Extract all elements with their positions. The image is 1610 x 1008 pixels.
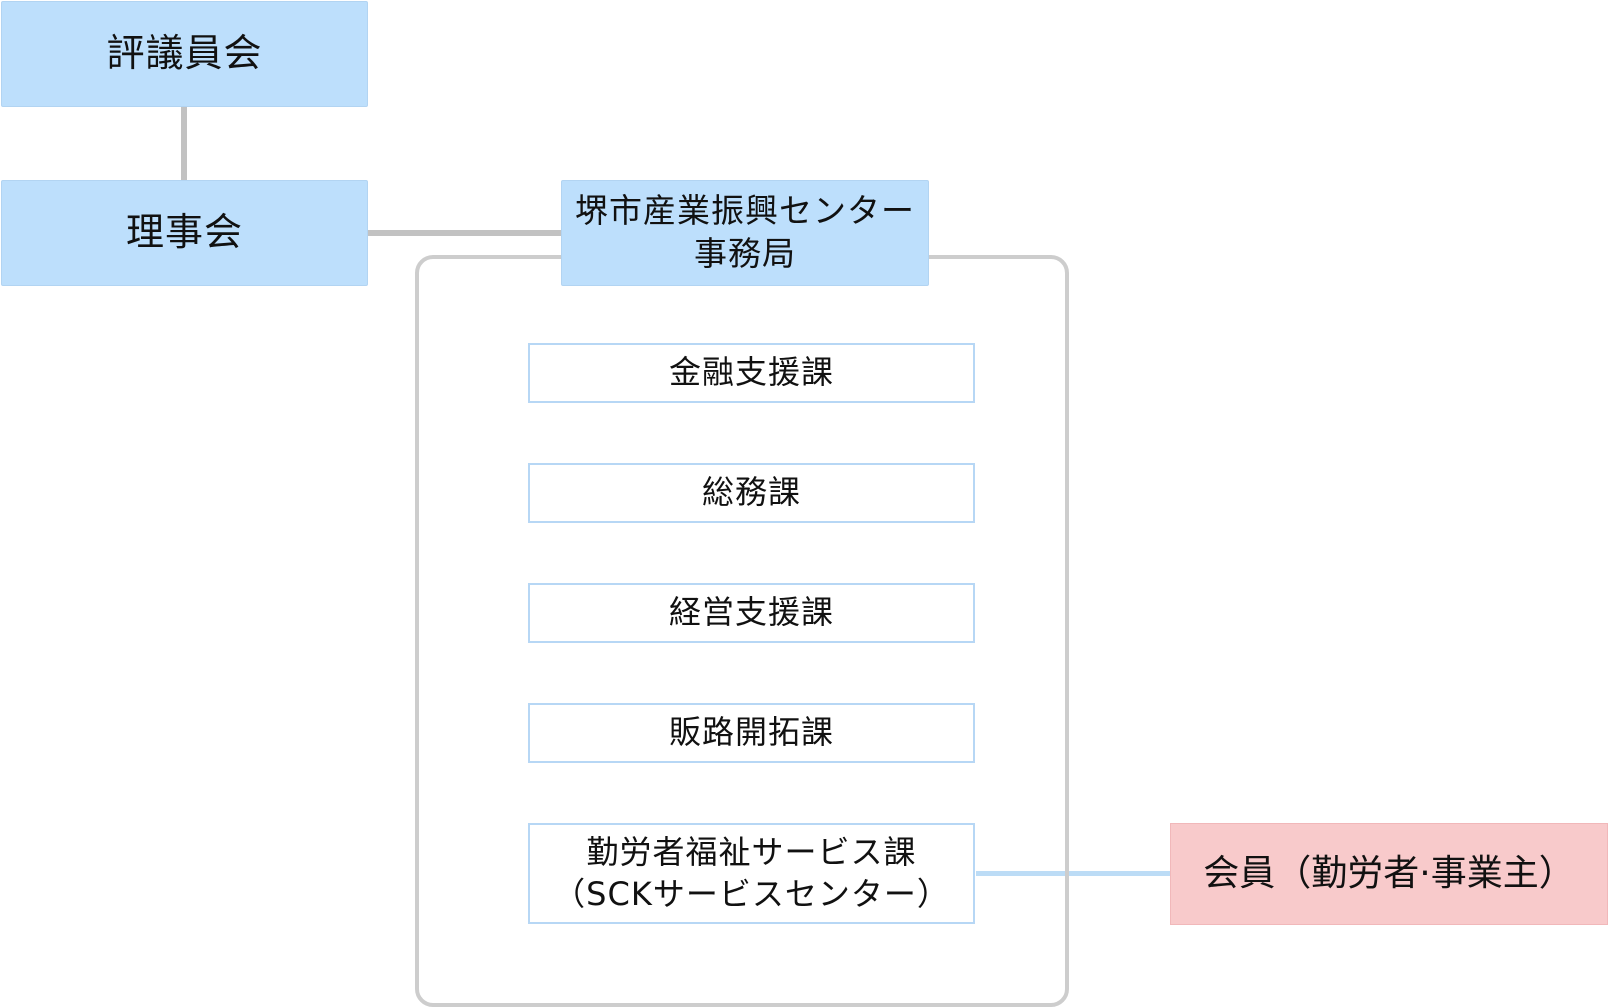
council-box: 評議員会 xyxy=(1,1,368,107)
council-board-connector xyxy=(181,106,187,180)
board-box: 理事会 xyxy=(1,180,368,286)
council-label: 評議員会 xyxy=(106,31,263,76)
secretariat-label-line1: 堺市産業振興センター xyxy=(575,191,915,231)
division-label: 総務課 xyxy=(701,473,801,512)
members-label: 会員（勤労者·事業主） xyxy=(1203,852,1575,894)
division-management-support: 経営支援課 xyxy=(528,583,975,643)
division-finance-support: 金融支援課 xyxy=(528,343,975,403)
secretariat-label-line2: 事務局 xyxy=(694,234,796,273)
secretariat-box: 堺市産業振興センター 事務局 xyxy=(561,180,929,286)
division-general-affairs: 総務課 xyxy=(528,463,975,523)
division-label: 販路開拓課 xyxy=(668,713,834,752)
division-worker-welfare-service: 勤労者福祉サービス課 （SCKサービスセンター） xyxy=(528,823,975,924)
board-label: 理事会 xyxy=(125,210,243,255)
division-label-line2: （SCKサービスセンター） xyxy=(553,874,950,913)
division-label: 経営支援課 xyxy=(668,593,834,632)
members-box: 会員（勤労者·事業主） xyxy=(1170,823,1608,925)
board-secretariat-connector xyxy=(368,230,562,236)
service-members-connector xyxy=(976,871,1170,876)
division-market-development: 販路開拓課 xyxy=(528,703,975,763)
division-label-line1: 勤労者福祉サービス課 xyxy=(586,832,917,871)
division-label: 金融支援課 xyxy=(668,353,834,392)
